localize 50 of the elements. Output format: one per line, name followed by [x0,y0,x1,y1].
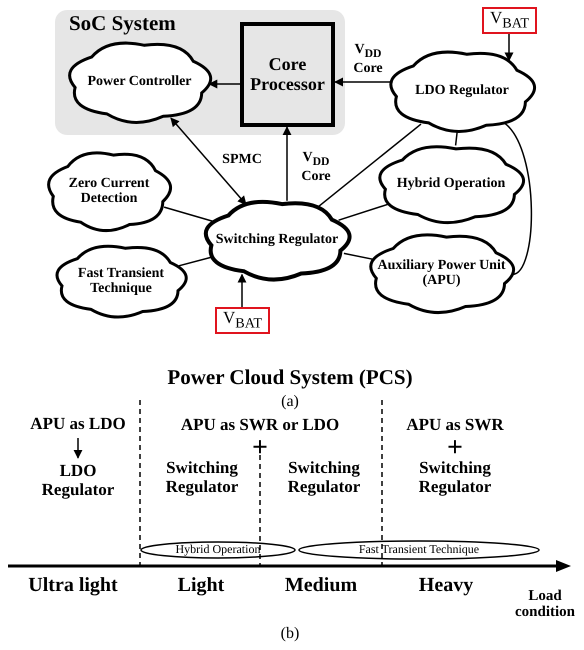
arrow [238,274,246,307]
node-label: V$_{BAT}$ [222,309,262,332]
load-label: Light [178,574,224,596]
region-title: SoC System [69,12,176,36]
connector-line [164,206,214,222]
mode-label: APU as SWR [406,416,504,434]
mode-label: APU as LDO [30,414,126,434]
node-label: Core Processor [249,54,326,94]
node-label: Fast Transient Technique [76,266,166,296]
regulator-label: LDO Regulator [40,462,116,500]
regulator-label: Switching Regulator [418,459,492,497]
load-label: Heavy [418,574,474,596]
node-label: Power Controller [87,74,192,90]
axis-title: Load condition [514,588,576,620]
edge-label: V$_{DD}$ Core [352,42,384,76]
arrow [334,78,393,86]
node-label: LDO Regulator [415,83,509,99]
arrow [282,126,292,201]
node-label: Zero Current Detection [68,176,150,206]
source-box [215,307,270,334]
soc-region [55,10,345,135]
connector-line [338,202,390,221]
node-label: Fast Transient Technique [358,543,480,557]
node-label: Hybrid Operation [176,543,260,557]
source-box [482,7,537,34]
node-label: Auxiliary Power Unit (APU) [376,258,507,288]
load-label: Medium [284,574,358,596]
regulator-label: Switching Regulator [164,459,240,497]
connector-line [344,252,376,260]
processor-box [240,22,335,127]
panel-label: (b) [280,625,300,643]
load-label: Ultra light [28,574,118,596]
edge-label: V$_{DD}$ Core [300,150,332,184]
heading: Power Cloud System (PCS) [167,366,413,390]
node-label: Switching Regulator [216,232,338,248]
mode-label: APU as SWR or LDO [180,416,340,434]
arrow [208,80,240,88]
connector-line [454,131,458,146]
connector-line [316,124,422,208]
arrow [504,34,514,62]
connector-line [178,256,213,267]
node-label: V$_{BAT}$ [490,9,530,32]
regulator-label: Switching Regulator [286,459,362,497]
plus-sign: + [252,432,268,464]
node-label: Hybrid Operation [396,176,506,192]
arrow [170,117,247,206]
arrow [74,438,82,459]
connector-line [504,122,532,276]
edge-label: SPMC [221,152,263,168]
panel-label: (a) [281,393,299,411]
